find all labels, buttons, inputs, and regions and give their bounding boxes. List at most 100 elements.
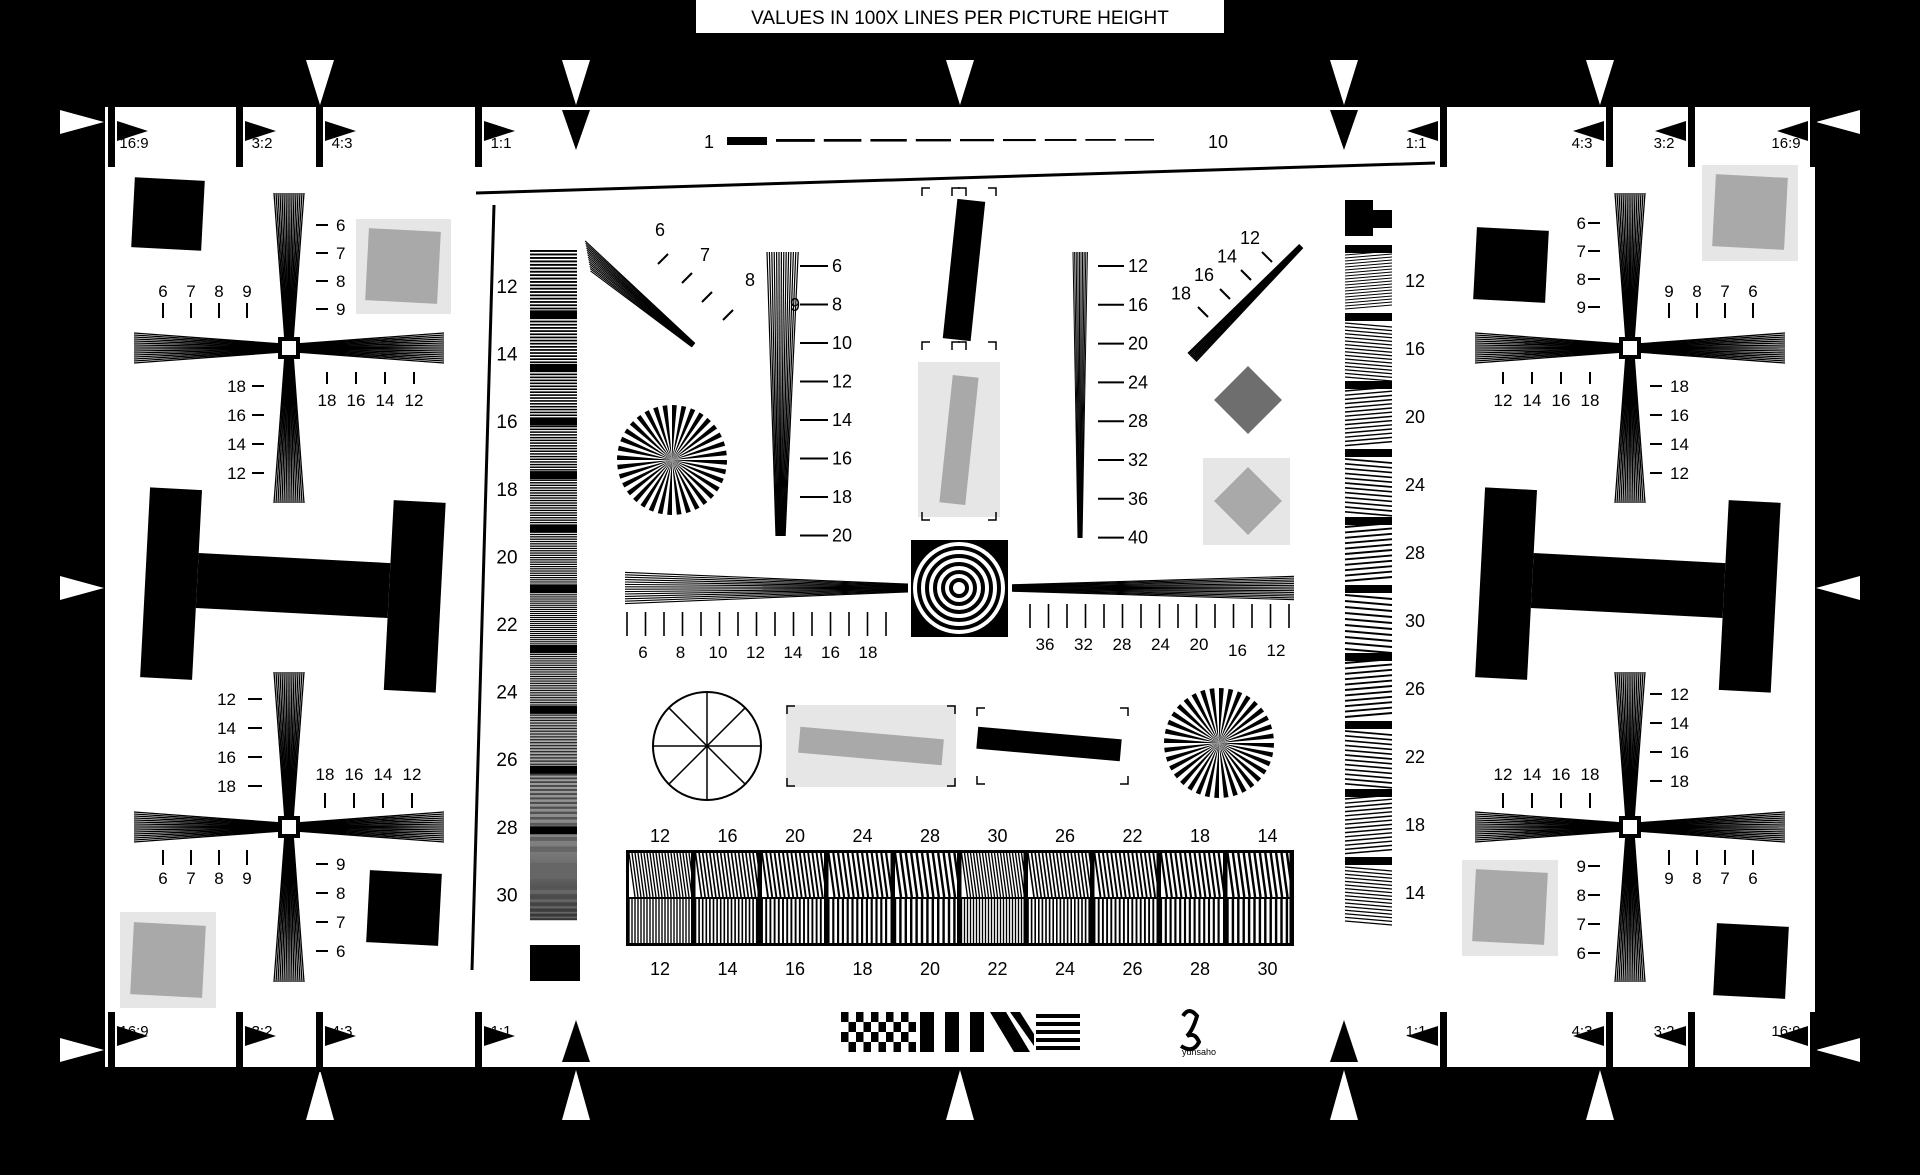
bar-stripe [1344,663,1393,670]
wedge-line [1011,588,1295,592]
grid-stripe [861,852,870,898]
bar-stripe [530,853,577,855]
fan-line [296,829,445,839]
br-v-tick-label: 12 [1670,685,1689,704]
bar-stripe [530,256,577,259]
aspect-arrow [1407,121,1438,141]
grid-stripe [705,852,714,898]
grid-bottom-label: 24 [1055,959,1075,979]
wedge-line [1011,590,1295,601]
fan-line [296,347,445,350]
bar-stripe [530,536,577,538]
bar-stripe [1344,301,1393,307]
fan-line [273,834,286,983]
aspect-label: 4:3 [332,135,353,152]
bar-stripe [530,655,577,657]
bar-stripe [530,872,577,873]
bar-stripe [530,778,577,779]
bar-stripe [530,764,577,765]
scale-start-label: 1 [704,132,714,152]
scale-dash [823,139,862,142]
star-spoke [1164,738,1219,743]
checker-cell [856,1012,864,1022]
big-h-right [1475,487,1781,693]
checker-cell [901,1012,909,1022]
vwedge-a-label: 8 [832,295,842,315]
star-spoke [622,460,672,488]
fan-line [273,192,286,341]
tl-h-right-label: 14 [376,391,395,410]
grid-bottom-label: 30 [1257,959,1277,979]
wedge-a-label: 9 [790,295,800,315]
fan-line [133,830,282,843]
fan-line [296,828,445,837]
fan-line [296,829,445,841]
bar-stripe [530,250,577,252]
bar-stripe [530,737,577,739]
grid-top-label: 14 [1257,826,1277,846]
fan-line [281,192,288,341]
fan-line [1618,671,1628,820]
fan-line [1474,828,1623,835]
left-bar-label: 28 [496,818,517,839]
bar-stripe [1344,734,1393,741]
bar-stripe [530,583,577,585]
star-spoke [1204,743,1219,798]
bar-stripe [530,670,577,672]
vwedge-b-label: 32 [1128,450,1148,470]
bar-stripe [530,823,577,824]
wedge-line [1077,251,1080,539]
gray-square [130,922,206,998]
fan-line [1637,334,1786,346]
bar-stripe [530,458,577,461]
grid-stripe [1034,852,1043,898]
bar-stripe [1344,265,1393,271]
fan-line [288,834,291,983]
bar-stripe [1344,739,1393,746]
framing-marks: 16:916:93:23:24:34:31:11:11:11:14:34:33:… [60,60,1860,1120]
bar-stripe [530,411,577,414]
fan-line [1474,348,1623,354]
bar-stripe [530,805,577,807]
fan-line [1624,192,1630,341]
bar-separator [530,585,577,593]
star-spoke [1219,688,1234,743]
fan-line [133,819,282,826]
bar-stripe [1344,286,1393,292]
fan-line [1637,349,1786,356]
bar-stripe [1344,902,1393,908]
wedge-line [1011,582,1295,588]
bar-stripe [1344,905,1393,912]
bar-stripe [530,521,577,524]
scale-end-label: 10 [1208,132,1228,152]
fan-line [1632,671,1642,820]
pattern-hline [1036,1038,1080,1042]
grid-stripe [904,852,914,898]
star-spoke [662,405,672,460]
aspect-arrow [484,121,515,141]
grid-top-label: 28 [920,826,940,846]
bar-stripe [530,565,577,568]
grid-stripe [1084,852,1093,898]
grid-stripe [682,852,690,898]
fan-line [133,827,282,833]
grid-top-label: 26 [1055,826,1075,846]
grid-stripe [652,852,660,898]
bar-stripe [530,738,577,740]
corner-bracket [786,778,795,787]
hwedge-left-label: 12 [746,643,765,662]
fan-line [1633,355,1646,504]
bar-stripe [1344,920,1393,926]
fan-line [289,834,295,983]
bl-h-tick-label: 7 [186,869,195,888]
left-bar-label: 30 [496,885,517,906]
bar-stripe [530,751,577,752]
grid-stripe [936,852,946,898]
wedge-line [784,251,799,537]
bar-stripe [530,428,577,431]
fan-line [290,671,299,820]
bar-stripe [530,572,577,574]
star-spoke [1219,733,1274,743]
left-bar-label: 22 [496,615,517,636]
grid-stripe [670,852,678,898]
